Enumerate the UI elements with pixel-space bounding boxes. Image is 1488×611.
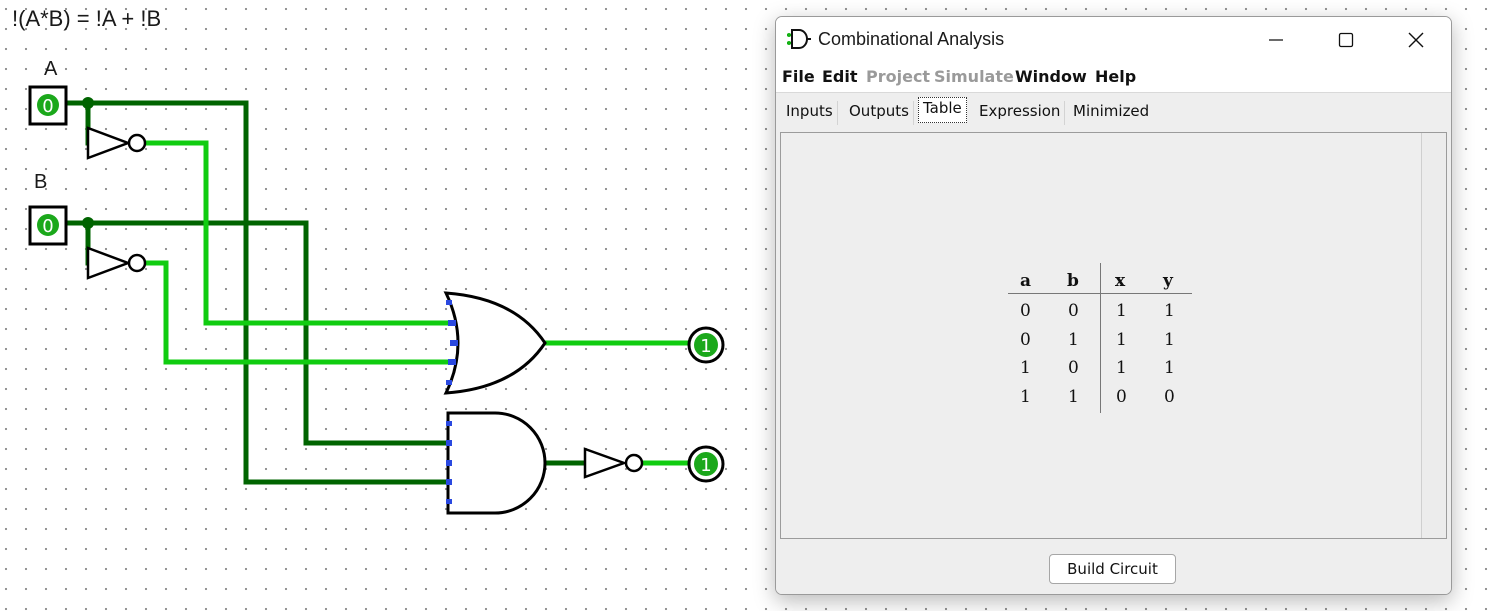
minimize-icon: [1269, 38, 1283, 41]
truth-table-header-b: b: [1067, 271, 1079, 291]
truth-table-cell[interactable]: 0: [1164, 387, 1175, 407]
truth-table: a b x y 0 0 1 1 0 1 1 1 1 0 1 1 1 1: [1008, 261, 1192, 413]
menu-project[interactable]: Project: [866, 67, 931, 86]
input-pin-b[interactable]: 0: [28, 205, 68, 246]
svg-text:0: 0: [42, 96, 53, 117]
and-gate-pins: [446, 421, 452, 504]
logisim-app-icon: [787, 29, 811, 49]
close-icon: [1408, 32, 1424, 47]
dialog-body: Inputs Outputs Table Expression Minimize…: [776, 93, 1451, 594]
svg-text:0: 0: [42, 216, 53, 237]
wires-high: [143, 140, 691, 466]
output-pin-y[interactable]: 1: [687, 445, 725, 483]
truth-table-cell[interactable]: 0: [1116, 387, 1127, 407]
truth-table-cell[interactable]: 1: [1020, 358, 1031, 378]
minimize-button[interactable]: [1246, 17, 1306, 62]
truth-table-cell[interactable]: 1: [1020, 387, 1031, 407]
wire-nota-to-or: [143, 140, 453, 326]
input-b-label: B: [34, 171, 48, 193]
truth-table-cell[interactable]: 0: [1020, 301, 1031, 321]
tab-outputs[interactable]: Outputs: [845, 101, 914, 125]
wire-a-to-and: [63, 100, 451, 485]
menu-bar: File Edit Project Simulate Window Help: [776, 62, 1451, 93]
truth-table-cell[interactable]: 1: [1068, 387, 1079, 407]
menu-simulate[interactable]: Simulate: [934, 67, 1014, 86]
window-title: Combinational Analysis: [818, 29, 1005, 49]
or-gate[interactable]: [443, 291, 547, 395]
window-titlebar[interactable]: Combinational Analysis: [776, 17, 1451, 62]
truth-table-cell[interactable]: 1: [1164, 358, 1175, 378]
circuit-canvas[interactable]: 0 0: [0, 0, 770, 611]
truth-table-header-y: y: [1163, 271, 1173, 291]
combinational-analysis-window: Combinational Analysis File Edit Project…: [775, 16, 1452, 595]
truth-table-cell[interactable]: 0: [1068, 358, 1079, 378]
tab-minimized[interactable]: Minimized: [1073, 102, 1150, 120]
wire-b-to-and: [63, 220, 451, 446]
output-pin-x[interactable]: 1: [687, 326, 725, 364]
svg-text:1: 1: [700, 455, 711, 476]
truth-table-cell[interactable]: 0: [1068, 301, 1079, 321]
junction-a: [82, 97, 94, 109]
menu-file[interactable]: File: [782, 67, 815, 86]
junction-b: [82, 217, 94, 229]
tab-inputs[interactable]: Inputs: [782, 101, 838, 125]
input-pin-a[interactable]: 0: [28, 85, 68, 126]
truth-table-divider: [1100, 263, 1101, 413]
vertical-scrollbar[interactable]: [1421, 133, 1446, 538]
tab-expression[interactable]: Expression: [975, 101, 1066, 125]
wire-notb-to-or: [143, 260, 453, 365]
build-circuit-button[interactable]: Build Circuit: [1049, 554, 1176, 584]
circuit-expression-label: !(A*B) = !A + !B: [12, 6, 162, 31]
truth-table-cell[interactable]: 1: [1116, 301, 1127, 321]
truth-table-cell[interactable]: 1: [1164, 301, 1175, 321]
menu-help[interactable]: Help: [1095, 67, 1137, 86]
menu-window[interactable]: Window: [1015, 67, 1087, 86]
truth-table-cell[interactable]: 1: [1116, 330, 1127, 350]
not-gate-a[interactable]: [86, 126, 147, 160]
table-panel: a b x y 0 0 1 1 0 1 1 1 1 0 1 1 1 1: [780, 132, 1447, 539]
not-gate-and-output[interactable]: [583, 447, 644, 479]
svg-text:1: 1: [700, 336, 711, 357]
truth-table-header-x: x: [1115, 271, 1126, 291]
truth-table-header-a: a: [1020, 271, 1032, 291]
truth-table-cell[interactable]: 1: [1164, 330, 1175, 350]
truth-table-cell[interactable]: 1: [1068, 330, 1079, 350]
menu-edit[interactable]: Edit: [822, 67, 858, 86]
truth-table-cell[interactable]: 1: [1116, 358, 1127, 378]
tab-strip: Inputs Outputs Table Expression Minimize…: [776, 93, 1451, 131]
maximize-button[interactable]: [1316, 17, 1376, 62]
or-gate-pins: [446, 300, 458, 385]
maximize-icon: [1338, 32, 1354, 47]
not-gate-b[interactable]: [86, 246, 147, 280]
tab-table[interactable]: Table: [918, 97, 967, 123]
and-gate[interactable]: [446, 411, 547, 515]
close-button[interactable]: [1386, 17, 1446, 62]
input-a-label: A: [44, 58, 58, 80]
truth-table-cell[interactable]: 0: [1020, 330, 1031, 350]
